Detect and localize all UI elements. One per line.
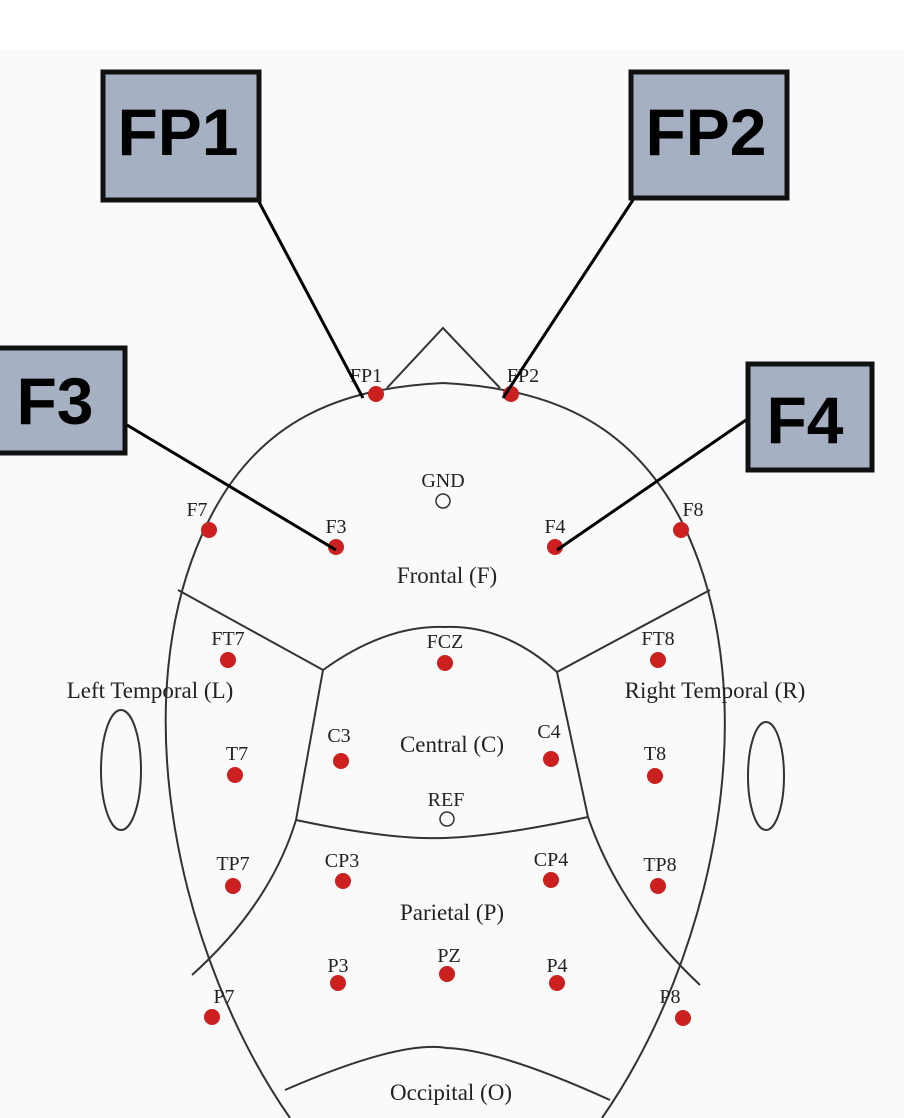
left-ear [100,709,142,831]
svg-text:P4: P4 [546,955,567,977]
svg-text:P8: P8 [659,986,680,1008]
svg-text:T7: T7 [226,743,248,765]
svg-text:F4: F4 [766,383,843,457]
svg-text:F8: F8 [682,499,703,521]
electrode-c4: C4 [537,721,561,767]
electrode-t8: T8 [644,743,666,784]
svg-text:FP2: FP2 [645,95,766,169]
callout-f3-leader [126,423,337,552]
svg-text:CP3: CP3 [325,850,359,872]
callout-f3: F3 [0,345,128,456]
svg-text:REF: REF [428,789,465,811]
svg-text:FT7: FT7 [211,628,244,650]
callout-f4-leader [556,418,747,552]
region-central: Central (C) [400,732,504,757]
svg-text:FP1: FP1 [117,95,238,169]
svg-text:F3: F3 [325,516,346,538]
svg-text:TP7: TP7 [216,853,249,875]
electrode-t7: T7 [226,743,248,783]
electrode-cp4: CP4 [534,849,568,888]
region-right-temporal: Right Temporal (R) [625,678,806,703]
svg-text:PZ: PZ [437,945,460,967]
svg-text:FP1: FP1 [350,365,382,387]
callout-fp2-leader [501,199,635,399]
electrode-ref: REF [428,789,465,827]
callout-fp2: FP2 [628,69,790,201]
electrode-fcz: FCZ [427,631,464,671]
svg-text:P7: P7 [213,986,234,1008]
svg-text:TP8: TP8 [643,854,676,876]
svg-text:FT8: FT8 [641,628,674,650]
electrode-c3: C3 [327,725,351,769]
electrode-tp7: TP7 [216,853,250,894]
electrode-pz: PZ [437,945,461,982]
electrode-tp8: TP8 [643,854,677,894]
electrode-f8: F8 [673,499,704,538]
region-left-temporal: Left Temporal (L) [67,678,234,703]
electrode-p3: P3 [327,955,349,991]
svg-text:F3: F3 [16,364,93,438]
region-frontal: Frontal (F) [397,563,497,588]
electrode-ft7: FT7 [211,628,245,668]
electrode-cp3: CP3 [325,850,359,889]
electrode-gnd: GND [421,470,465,509]
central-parietal-boundary [295,816,589,840]
nose [386,326,501,389]
svg-text:P3: P3 [327,955,348,977]
svg-text:T8: T8 [644,743,666,765]
electrode-f4: F4 [544,516,566,555]
electrode-p4: P4 [546,955,568,991]
electrode-fp1: FP1 [350,365,384,402]
svg-text:FCZ: FCZ [427,631,464,653]
svg-text:C4: C4 [537,721,560,743]
region-occipital: Occipital (O) [390,1080,512,1105]
electrode-f7: F7 [186,499,217,538]
svg-text:CP4: CP4 [534,849,568,871]
svg-text:GND: GND [421,470,464,492]
frontal-boundary [177,589,711,674]
background [0,50,904,1118]
electrode-p8: P8 [659,986,691,1026]
electrode-f3: F3 [325,516,347,555]
svg-text:F7: F7 [186,499,207,521]
callout-fp1-leader [256,199,365,399]
callout-f4: F4 [745,361,875,473]
head-outline [164,381,726,1118]
occipital-boundary [284,1045,611,1101]
electrode-p7: P7 [204,986,235,1025]
region-parietal: Parietal (P) [400,900,504,925]
right-ear [747,721,785,831]
svg-text:C3: C3 [327,725,350,747]
electrode-ft8: FT8 [641,628,675,668]
callout-fp1: FP1 [100,69,262,203]
central-left-boundary [191,669,324,976]
central-right-boundary [556,671,701,986]
svg-text:F4: F4 [544,516,565,538]
